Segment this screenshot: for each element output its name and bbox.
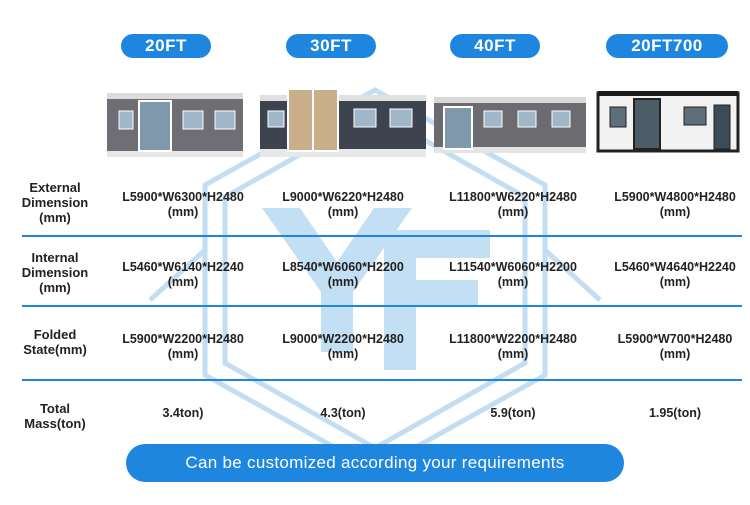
cell-mass-40ft: 5.9(ton) [490, 406, 536, 420]
cell-folded-20ft700: L5900*W700*H2480(mm) [617, 332, 733, 361]
row-divider [22, 235, 742, 237]
customization-banner: Can be customized according your require… [126, 444, 624, 482]
cell-internal-20ft: L5460*W6140*H2240(mm) [122, 260, 244, 289]
cell-folded-20ft: L5900*W2200*H2480(mm) [122, 332, 244, 361]
header-20ft700: 20FT700 [606, 34, 728, 58]
header-20ft: 20FT [121, 34, 211, 58]
cell-mass-20ft700: 1.95(ton) [648, 406, 702, 420]
header-40ft: 40FT [450, 34, 540, 58]
photo-20ft-house [107, 93, 243, 157]
cell-mass-20ft: 3.4ton) [162, 406, 204, 420]
cell-internal-30ft: L8540*W6060*H2200(mm) [282, 260, 404, 289]
photo-30ft-house [260, 88, 426, 157]
cell-folded-30ft: L9000*W2200*H2480(mm) [282, 332, 404, 361]
photo-20ft700-house [596, 91, 740, 153]
cell-internal-20ft700: L5460*W4640*H2240(mm) [614, 260, 736, 289]
cell-mass-30ft: 4.3(ton) [320, 406, 366, 420]
cell-external-20ft700: L5900*W4800*H2480(mm) [614, 190, 736, 219]
cell-external-40ft: L11800*W6220*H2480(mm) [449, 190, 577, 219]
row-divider [22, 305, 742, 307]
cell-external-20ft: L5900*W6300*H2480(mm) [122, 190, 244, 219]
cell-folded-40ft: L11800*W2200*H2480(mm) [449, 332, 577, 361]
cell-internal-40ft: L11540*W6060*H2200(mm) [449, 260, 577, 289]
cell-external-30ft: L9000*W6220*H2480(mm) [282, 190, 404, 219]
row-divider [22, 379, 742, 381]
header-30ft: 30FT [286, 34, 376, 58]
photo-40ft-house [434, 97, 586, 153]
